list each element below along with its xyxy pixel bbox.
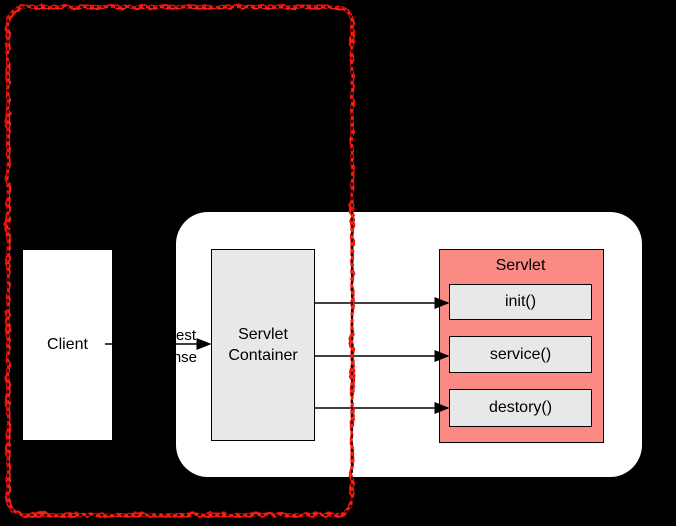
servlet-title-label: Servlet [495, 257, 546, 274]
init-method-node: init() [449, 284, 592, 320]
servlet-container-label: Servlet Container [228, 326, 298, 364]
servlet-node-title: Servlet [439, 252, 602, 280]
response-label: Response [129, 349, 197, 366]
destroy-method-label: destory() [488, 399, 553, 416]
client-node-label: Client [47, 336, 88, 353]
client-node: Client [23, 250, 112, 440]
init-method-label: init() [504, 293, 537, 310]
red-marker-stroke [4, 3, 354, 517]
servlet-container-node: Servlet Container [211, 249, 315, 441]
destroy-method-node: destory() [449, 389, 592, 427]
service-method-label: service() [489, 345, 552, 363]
black-dashed-stroke [7, 6, 353, 516]
request-label: Request [140, 327, 196, 344]
service-method-node: service() [449, 336, 592, 373]
